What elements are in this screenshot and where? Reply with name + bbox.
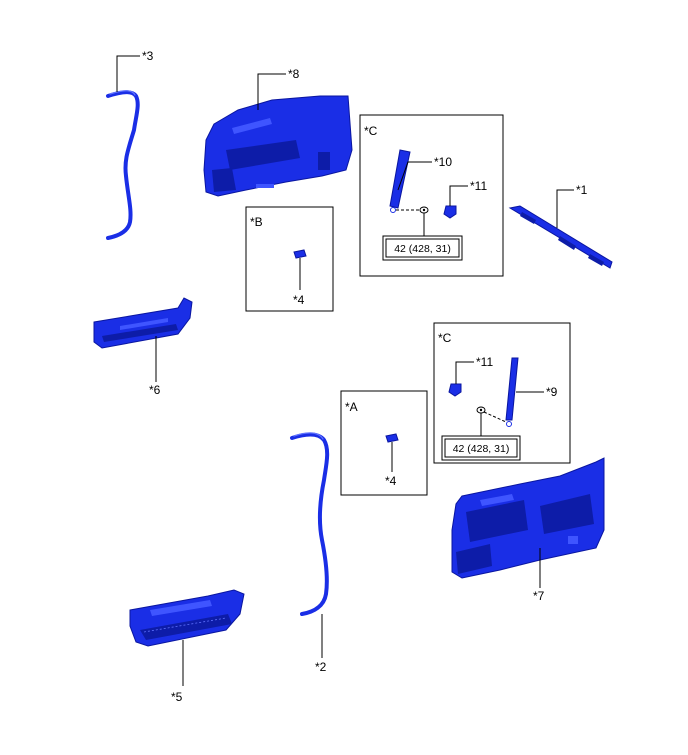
- part-4-clip-b: [293, 249, 307, 259]
- bolt-lower: [476, 406, 486, 414]
- leader-11b: [455, 361, 474, 384]
- callout-9: *9: [546, 385, 558, 399]
- detail-box-c-upper-label: *C: [364, 124, 378, 138]
- part-7-quarter-trim-lower: [451, 457, 605, 579]
- torque-spec-upper: 42 (428, 31): [394, 243, 451, 255]
- detail-box-c-upper: [359, 114, 504, 277]
- callout-4b: *4: [293, 293, 305, 307]
- part-5-scuff-plate: [129, 589, 245, 647]
- part-6-scuff-plate: [93, 297, 193, 349]
- part-9-seatbelt-anchor: [505, 357, 519, 427]
- callout-6: *6: [149, 383, 161, 397]
- part-10-seatbelt-anchor: [389, 149, 411, 213]
- detail-box-c-lower: [433, 322, 571, 464]
- callout-4a: *4: [385, 474, 397, 488]
- detail-box-a: [340, 390, 428, 496]
- detail-box-b: [245, 206, 334, 312]
- callout-11b: *11: [476, 355, 493, 369]
- part-2-weatherstrip: [290, 432, 330, 616]
- callout-5: *5: [171, 690, 183, 704]
- callout-11a: *11: [470, 179, 487, 193]
- leader-1: [556, 189, 574, 228]
- leader-8: [257, 73, 286, 110]
- part-3-weatherstrip: [106, 90, 140, 240]
- torque-box-lower-outer: [441, 435, 521, 461]
- callout-3: *3: [142, 49, 154, 63]
- detail-box-c-lower-label: *C: [438, 331, 452, 345]
- leader-3: [116, 55, 140, 92]
- bolt-upper: [419, 206, 429, 214]
- part-1-garnish-strip: [508, 205, 613, 269]
- torque-box-upper-outer: [382, 235, 463, 261]
- torque-box-upper-inner: [385, 238, 460, 258]
- leader-11a: [449, 185, 468, 206]
- torque-spec-lower: 42 (428, 31): [453, 443, 510, 455]
- callout-2: *2: [315, 660, 327, 674]
- bolt-dash-lower: [483, 411, 507, 423]
- callout-8: *8: [288, 67, 300, 81]
- callout-1: *1: [576, 183, 588, 197]
- callout-10: *10: [434, 155, 452, 169]
- leader-10: [397, 161, 432, 191]
- torque-box-lower-inner: [444, 438, 518, 458]
- part-8-quarter-trim-upper: [203, 95, 353, 197]
- part-11-cover-upper: [443, 205, 457, 219]
- part-4-clip-a: [385, 433, 399, 443]
- callout-7: *7: [533, 589, 545, 603]
- part-11-cover-lower: [448, 383, 462, 397]
- detail-box-a-label: *A: [345, 400, 358, 414]
- detail-box-b-label: *B: [250, 215, 263, 229]
